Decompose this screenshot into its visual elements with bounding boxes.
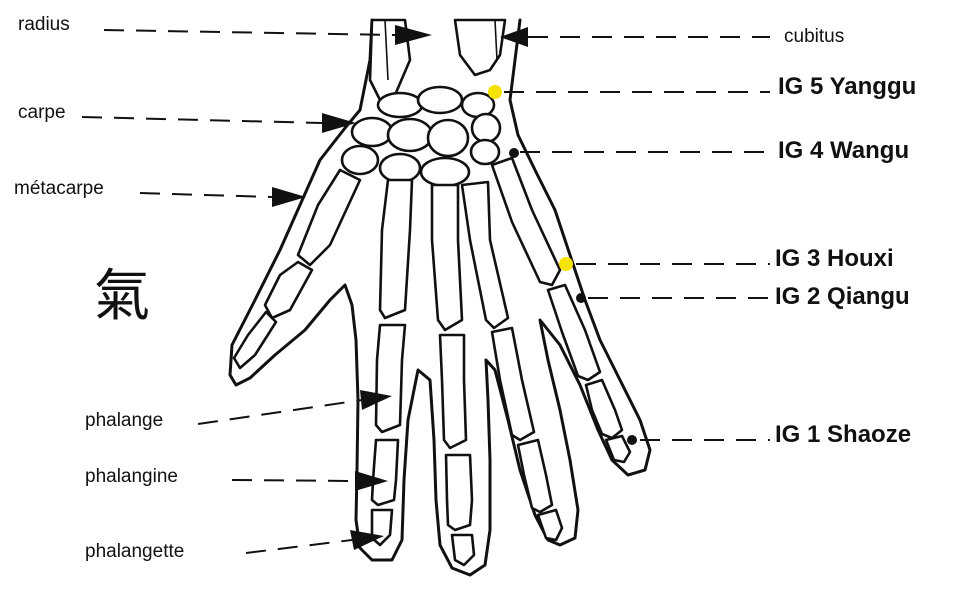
little-finger-bones	[490, 156, 632, 464]
label-ig5: IG 5 Yanggu	[778, 73, 916, 100]
ig3-point	[559, 257, 573, 271]
metacarpe-arrow	[272, 187, 306, 207]
label-phalange: phalange	[85, 410, 163, 431]
label-phalangine: phalangine	[85, 466, 178, 487]
label-phalangette: phalangette	[85, 541, 184, 562]
left-labels: radius carpe métacarpe phalange phalangi…	[14, 14, 432, 562]
phalange-arrow	[360, 390, 392, 410]
right-labels: cubitus IG 5 Yanggu IG 4 Wangu IG 3 Houx…	[488, 26, 916, 448]
label-ig2: IG 2 Qiangu	[775, 283, 910, 310]
label-ig1: IG 1 Shaoze	[775, 421, 911, 448]
phalangine-arrow	[355, 471, 388, 491]
ig5-point	[488, 85, 502, 99]
label-ig3: IG 3 Houxi	[775, 245, 894, 272]
label-cubitus: cubitus	[784, 26, 844, 47]
ring-finger-bones	[460, 180, 564, 542]
qi-symbol: 氣	[94, 264, 150, 329]
ig4-point	[509, 148, 519, 158]
thumb-bones	[232, 168, 362, 370]
label-radius: radius	[18, 14, 70, 35]
ig1-point	[627, 435, 637, 445]
carpe-arrow	[322, 113, 356, 133]
hand-outline	[228, 18, 652, 577]
middle-finger-bones	[430, 183, 476, 567]
radius-arrow	[395, 25, 432, 45]
carpal-bones	[340, 85, 502, 188]
phalangette-arrow	[350, 530, 384, 550]
index-finger-bones	[370, 178, 414, 547]
label-metacarpe: métacarpe	[14, 178, 104, 199]
ig2-point	[576, 293, 586, 303]
label-ig4: IG 4 Wangu	[778, 137, 909, 164]
cubitus-arrow	[500, 27, 528, 47]
cubitus-bone	[453, 18, 507, 77]
label-carpe: carpe	[18, 102, 66, 123]
